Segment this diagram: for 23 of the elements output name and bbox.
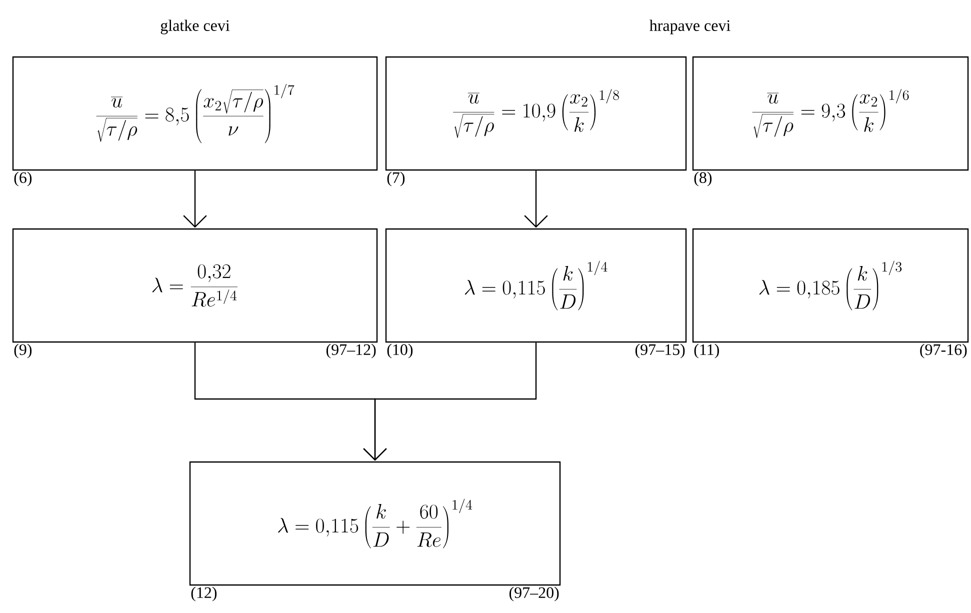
formula-box: $\lambda = 0{,}115\left(\frac{k}{D}\right)^{1/4}$ <box>385 228 687 343</box>
equation-number: (7) <box>387 172 405 186</box>
arrow <box>363 342 537 461</box>
equation-number: (9) <box>14 344 32 358</box>
formula-box: $\frac{\overline{u}}{\sqrt{\tau/\rho}} = 9{,}3\left(\frac{x_2}{k}\right)^{1/6}$ <box>692 56 969 171</box>
column-heading: hrapave cevi <box>650 20 730 34</box>
arrow <box>183 170 207 228</box>
formula-box: $\frac{\overline{u}}{\sqrt{\tau/\rho}} = 10{,}9\left(\frac{x_2}{k}\right)^{1/8}$ <box>385 56 687 171</box>
formula-box: $\lambda = 0{,}185\left(\frac{k}{D}\right)^{1/3}$ <box>692 228 969 343</box>
equation-number: (11) <box>694 344 719 358</box>
equation-number: (97–12) <box>326 344 376 358</box>
formula-box: $\lambda = \frac{0{,}32}{Re^{1/4}}$ <box>12 228 378 343</box>
formula-box: $\frac{\overline{u}}{\sqrt{\tau/\rho}} = 8{,}5\left(\frac{x_2\sqrt{\tau/\rho}}{\nu}\right)^{1/7}$ <box>12 56 378 171</box>
column-heading: glatke cevi <box>160 20 230 34</box>
equation-number: (97–15) <box>635 344 685 358</box>
equation-number: (8) <box>694 172 712 186</box>
formula-box: $\lambda = 0{,}115\left(\frac{k}{D}+\frac{60}{Re}\right)^{1/4}$ <box>189 461 561 586</box>
equation-number: (97–20) <box>509 586 559 602</box>
arrow <box>524 170 548 228</box>
equation-number: (6) <box>14 172 32 186</box>
equation-number: (10) <box>387 344 413 358</box>
equation-number: (97-16) <box>920 344 967 358</box>
equation-number: (12) <box>191 586 217 602</box>
